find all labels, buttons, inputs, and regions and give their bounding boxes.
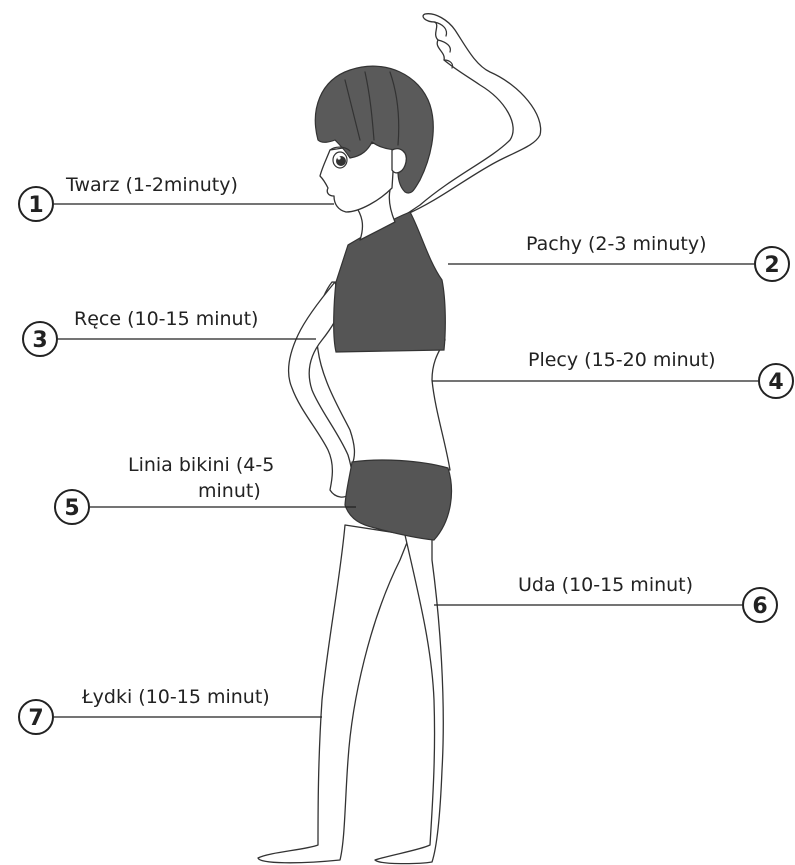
callout-5-label-line2: minut) xyxy=(198,480,261,502)
callout-1-label: Twarz (1-2minuty) xyxy=(65,174,238,196)
callout-7-label: Łydki (10-15 minut) xyxy=(81,686,270,708)
callout-5-label-line1: Linia bikini (4-5 xyxy=(128,454,274,476)
callout-6-number: 6 xyxy=(752,594,767,619)
callout-7-calves: 7 Łydki (10-15 minut) xyxy=(19,686,322,734)
callout-1-face: 1 Twarz (1-2minuty) xyxy=(19,174,334,221)
callout-1-number: 1 xyxy=(28,193,43,218)
callout-6-thighs: 6 Uda (10-15 minut) xyxy=(434,574,777,622)
callout-2-label: Pachy (2-3 minuty) xyxy=(526,233,706,255)
crop-top xyxy=(334,212,446,352)
left-leg xyxy=(258,525,410,863)
callout-3-number: 3 xyxy=(32,328,47,353)
callout-6-label: Uda (10-15 minut) xyxy=(518,574,693,596)
callout-5-number: 5 xyxy=(64,496,79,521)
callout-3-arms: 3 Ręce (10-15 minut) xyxy=(23,308,316,356)
callout-5-bikini-line: 5 Linia bikini (4-5 minut) xyxy=(55,454,356,524)
callout-4-label: Plecy (15-20 minut) xyxy=(528,349,716,371)
callout-4-number: 4 xyxy=(768,370,783,395)
callout-2-number: 2 xyxy=(764,253,779,278)
woman-figure xyxy=(258,14,541,864)
callout-2-armpits: 2 Pachy (2-3 minuty) xyxy=(448,233,789,281)
callout-7-number: 7 xyxy=(28,706,43,731)
callout-3-label: Ręce (10-15 minut) xyxy=(74,308,258,330)
callout-4-back: 4 Plecy (15-20 minut) xyxy=(432,349,793,398)
